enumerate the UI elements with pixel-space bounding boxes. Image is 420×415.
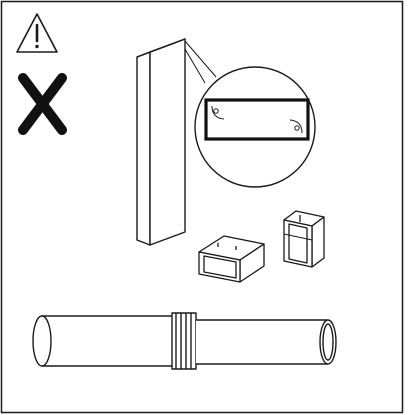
detail-leader-lines [184,40,217,84]
rectangular-duct-section [136,38,186,246]
round-pipe-with-socket [32,312,337,370]
corner-radius-bottom-right [289,119,303,134]
upright-rectangular-connector [283,210,325,268]
x-mark-icon [18,73,67,135]
flat-rectangular-connector [198,235,265,283]
panel-border [0,0,404,414]
detail-magnifier-circle [194,66,316,188]
duct-cross-section [204,98,310,141]
corner-radius-top-left [211,105,225,120]
warning-triangle-icon [16,13,58,53]
